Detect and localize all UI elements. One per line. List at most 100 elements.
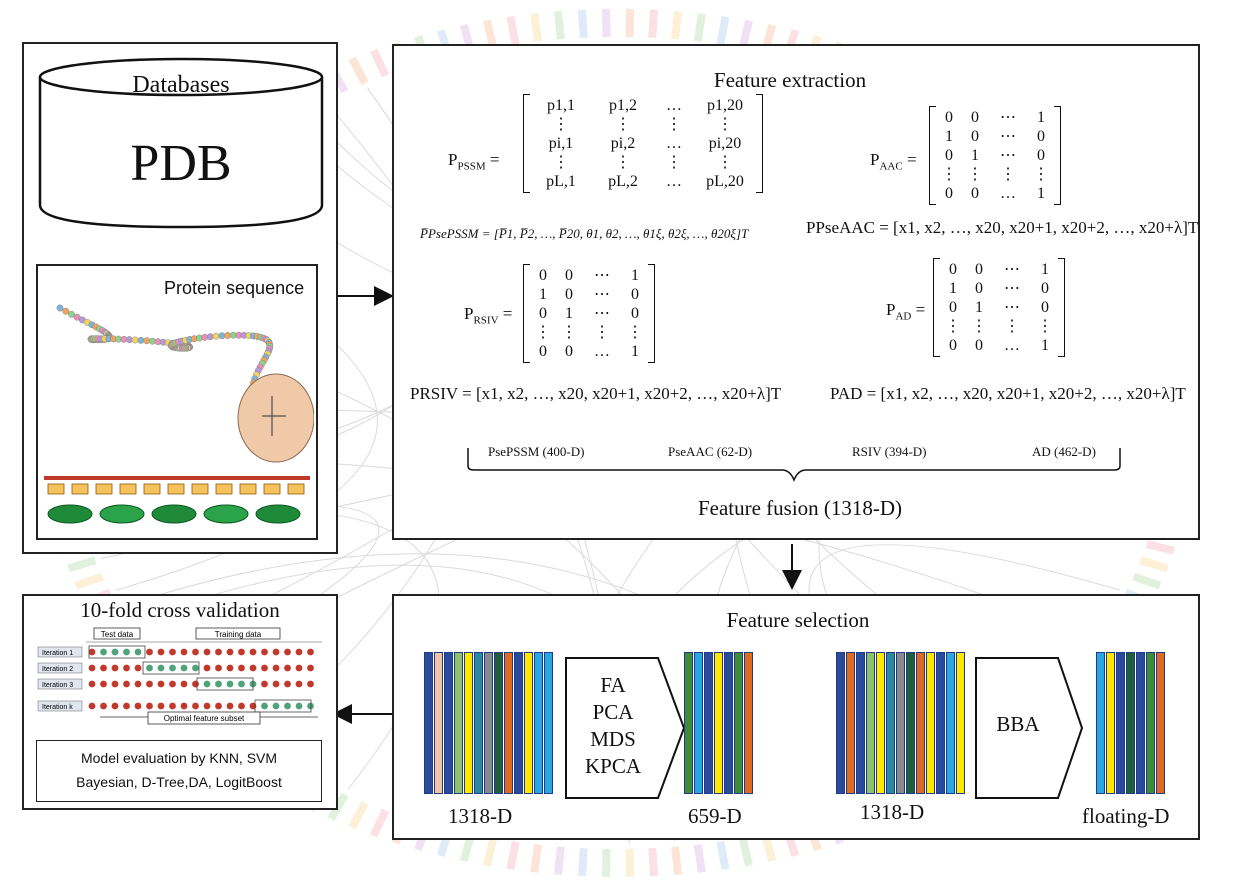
matrix-cell: 0 — [539, 343, 547, 360]
matrix-cell: 0 — [971, 185, 979, 202]
fold-dot — [169, 702, 176, 710]
fold-dot — [88, 680, 96, 688]
matrix-cell: 0 — [949, 337, 957, 354]
feature-bar — [936, 652, 945, 794]
databases-title: Databases — [132, 72, 230, 98]
matrix-cell: p1,1 — [547, 97, 575, 114]
fold-dot — [169, 648, 176, 656]
dim-in-1318-left: 1318-D — [448, 804, 513, 828]
amino-acid-bead — [212, 332, 220, 340]
feature-bar — [886, 652, 895, 794]
dim-label-pseaac: PseAAC (62-D) — [668, 444, 753, 459]
fold-dot — [111, 648, 119, 656]
matrix-cell: … — [594, 343, 610, 360]
method-arrow-bba — [975, 657, 1084, 799]
feature-bar — [494, 652, 503, 794]
fold-dot — [169, 664, 176, 672]
psepssm-equation: P̅PsePSSM = [P̅1, P̅2, …, P̅20, θ1, θ2, … — [420, 226, 749, 241]
ring-segment — [625, 9, 635, 38]
feature-bar — [926, 652, 935, 794]
matrix-cell: ⋮ — [666, 116, 682, 133]
database-cylinder-icon — [38, 57, 324, 229]
matrix-cell: … — [666, 135, 682, 152]
amino-acid-bead — [143, 337, 151, 345]
fold-dot — [249, 648, 257, 656]
matrix-cell: 0 — [631, 286, 639, 303]
ring-segment — [530, 13, 543, 42]
test-fold-box — [142, 661, 200, 675]
ring-segment — [483, 19, 498, 49]
feature-bar — [916, 652, 925, 794]
matrix-cell: 1 — [975, 299, 983, 316]
fold-dot — [169, 680, 176, 688]
fold-dot — [192, 702, 199, 710]
feature-bar — [544, 652, 553, 794]
matrix-cell: ⋮ — [594, 324, 610, 341]
matrix-cell: 0 — [945, 185, 953, 202]
amino-acid-bead — [137, 336, 145, 344]
feature-bar — [1136, 652, 1145, 794]
ring-segment — [648, 847, 659, 877]
fold-dot — [226, 702, 234, 710]
residue-ellipse — [47, 504, 93, 524]
fold-dot — [192, 680, 199, 688]
feature-bar — [444, 652, 453, 794]
bars-floating — [1096, 652, 1165, 794]
feature-selection-title: Feature selection — [726, 608, 870, 632]
matrix-cell: ⋯ — [1004, 261, 1020, 278]
fold-dot — [203, 702, 211, 710]
fold-dot — [284, 680, 291, 688]
fold-dot — [123, 680, 130, 688]
fold-dot — [215, 702, 222, 710]
fold-dot — [226, 680, 234, 688]
feature-bar — [906, 652, 915, 794]
ring-segment — [716, 841, 730, 871]
matrix-cell: ⋮ — [717, 116, 733, 133]
feature-bar — [524, 652, 533, 794]
ad-equation: PAD = [x1, x2, …, x20, x20+1, x20+2, …, … — [830, 384, 1186, 403]
matrix-cell: 0 — [1037, 128, 1045, 145]
method-bba: BBA — [996, 712, 1040, 736]
codon-box — [119, 483, 137, 495]
feature-bar — [1106, 652, 1115, 794]
fold-dot — [157, 680, 165, 688]
feature-bar — [946, 652, 955, 794]
ring-segment — [67, 556, 97, 573]
fold-dot — [157, 664, 165, 672]
ring-segment — [554, 846, 565, 876]
fold-dot — [249, 664, 257, 672]
matrix-cell: 1 — [1041, 337, 1049, 354]
cross-validation-diagram: Test data Training data Iteration 1Itera… — [37, 627, 322, 725]
bars-659 — [684, 652, 753, 794]
codon-box — [143, 483, 161, 495]
dim-out-659: 659-D — [688, 804, 742, 828]
ring-segment — [577, 9, 588, 39]
matrix-cell: 1 — [949, 280, 957, 297]
ring-segment — [554, 10, 565, 40]
model-evaluation-box — [36, 740, 322, 802]
amino-acid-bead — [206, 333, 214, 341]
ring-segment — [577, 847, 588, 877]
matrix-cell: … — [666, 173, 682, 190]
ring-segment — [483, 837, 498, 867]
matrix-cell: 0 — [565, 343, 573, 360]
feature-bar — [704, 652, 713, 794]
database-name-pdb: PDB — [130, 135, 232, 192]
fold-dot — [88, 648, 96, 656]
feature-bar — [724, 652, 733, 794]
matrix-cell: 1 — [539, 286, 547, 303]
aac-label: PAAC = — [870, 150, 917, 173]
matrix-cell: 0 — [1041, 299, 1049, 316]
fold-dot — [180, 680, 188, 688]
matrix-cell: ⋮ — [553, 116, 569, 133]
fold-dot — [203, 680, 211, 688]
matrix-cell: pL,2 — [608, 173, 638, 190]
ring-segment — [601, 9, 611, 38]
feature-bar — [744, 652, 753, 794]
ad-label: PAD = — [886, 300, 926, 323]
amino-acid-bead — [224, 332, 232, 339]
matrix-cell: ⋯ — [1000, 147, 1016, 164]
matrix-cell: ⋮ — [627, 324, 643, 341]
fold-dot — [238, 680, 245, 688]
